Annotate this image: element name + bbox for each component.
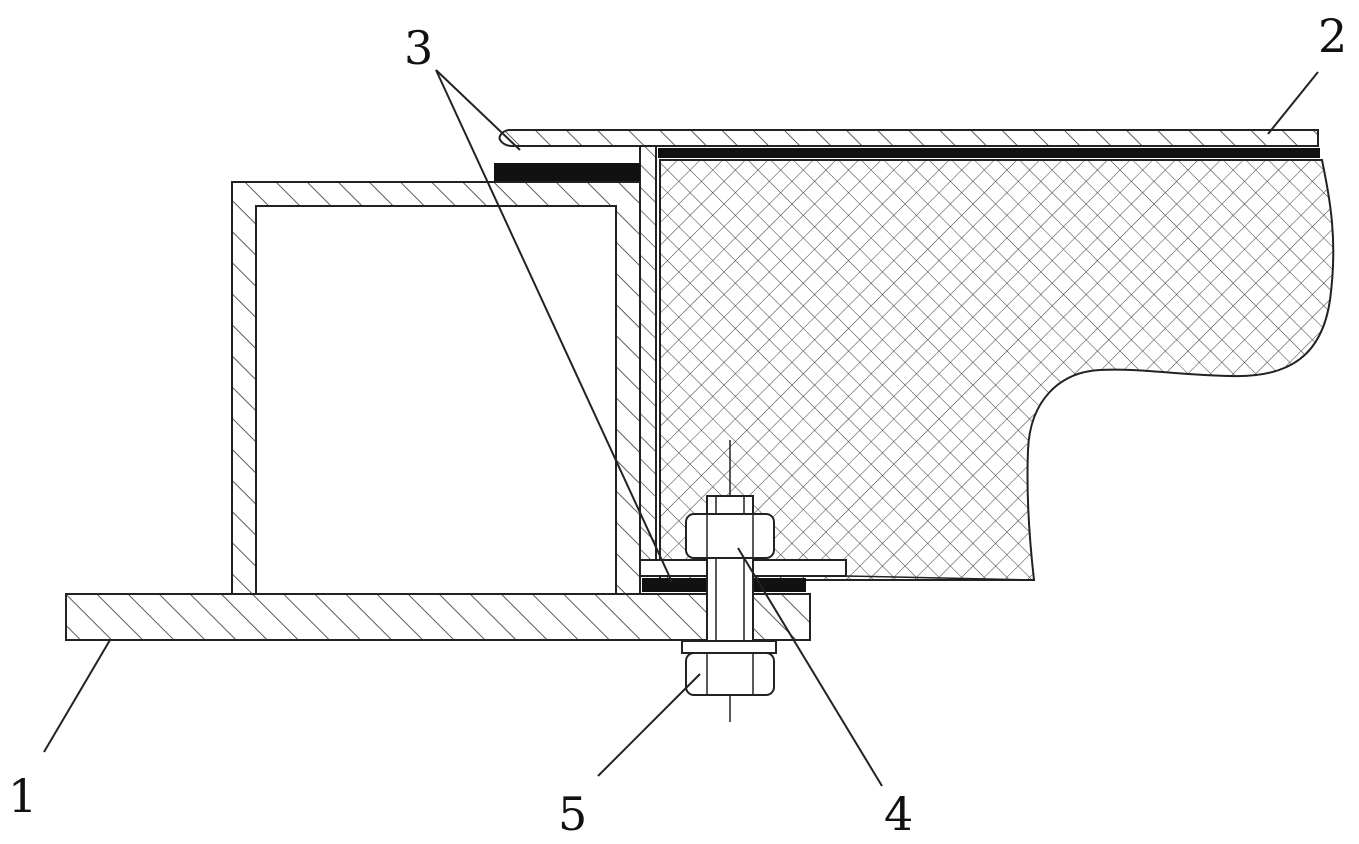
cover-plate-flange [640, 146, 656, 560]
label-3: 3 [404, 21, 433, 75]
leader-2 [1268, 72, 1318, 134]
leader-5 [598, 674, 700, 776]
bolt-head [686, 514, 774, 558]
washer [682, 641, 776, 653]
label-1: 1 [8, 769, 37, 823]
cover-plate [500, 130, 1318, 146]
label-4: 4 [884, 787, 913, 841]
leader-3a [436, 70, 520, 150]
base-plate [66, 594, 810, 640]
top-seal-layer [658, 148, 1320, 158]
leader-1 [44, 640, 110, 752]
label-2: 2 [1318, 9, 1347, 63]
label-5: 5 [558, 787, 587, 841]
upper-sealing-gasket [494, 163, 640, 182]
square-tube [232, 182, 640, 594]
